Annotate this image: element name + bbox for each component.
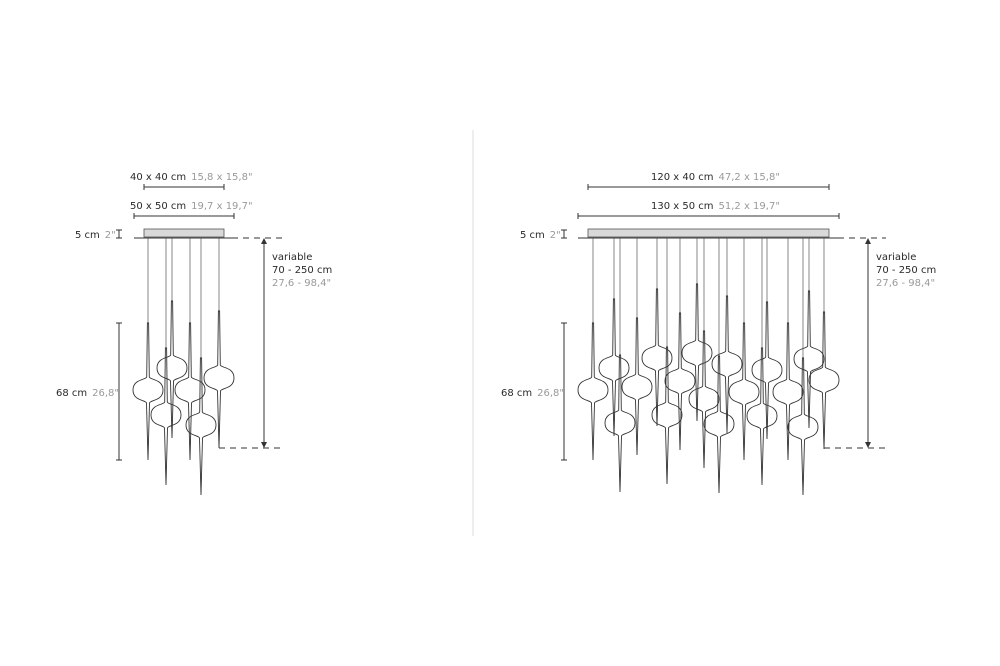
left-drop-in: 27,6 - 98,4": [272, 278, 331, 289]
pendant-lamp: [711, 295, 743, 434]
right-width-small-line: [587, 184, 830, 190]
right-drop-label: variable: [876, 252, 916, 263]
pendant-lamp: [664, 312, 696, 451]
pendant-lamp: [156, 300, 188, 439]
pendant-lamp: [787, 357, 819, 496]
right-drop-cm: 70 - 250 cm: [876, 265, 936, 276]
pendant-lamp: [203, 310, 235, 449]
pendant-lamp: [150, 347, 182, 486]
right-drop-in: 27,6 - 98,4": [876, 278, 935, 289]
left-canopy: [143, 228, 225, 238]
left-width-small-line: [143, 184, 225, 190]
pendant-lamp: [688, 330, 720, 469]
pendant-lamp: [174, 322, 206, 461]
left-drop-guides: [219, 237, 284, 449]
right-drop-guides: [824, 237, 886, 449]
pendant-lamp: [681, 283, 713, 422]
pendant-lamp: [751, 301, 783, 440]
pendant-lamp: [793, 290, 825, 429]
pendant-lamp: [651, 346, 683, 485]
pendant-lamp: [772, 322, 804, 461]
left-drop-cm: 70 - 250 cm: [272, 265, 332, 276]
pendant-lamp: [185, 357, 217, 496]
pendant-lamp: [728, 322, 760, 461]
pendant-lamp: [703, 355, 735, 494]
left-canopy-height-line: [116, 229, 122, 239]
right-canopy-height-line: [561, 229, 567, 239]
right-width-large-line: [577, 213, 840, 219]
pendant-lamp: [621, 317, 653, 456]
pendant-lamp: [598, 298, 630, 437]
pendant-lamp: [577, 322, 609, 461]
pendant-lamp: [808, 311, 840, 450]
left-width-large-line: [133, 213, 235, 219]
left-pendant-height-line: [116, 322, 122, 461]
right-pendant-height-line: [561, 322, 567, 461]
pendant-lamp: [746, 347, 778, 486]
pendant-lamp: [132, 322, 164, 461]
pendant-lamp: [604, 354, 636, 493]
left-drop-label: variable: [272, 252, 312, 263]
right-canopy: [587, 228, 830, 238]
